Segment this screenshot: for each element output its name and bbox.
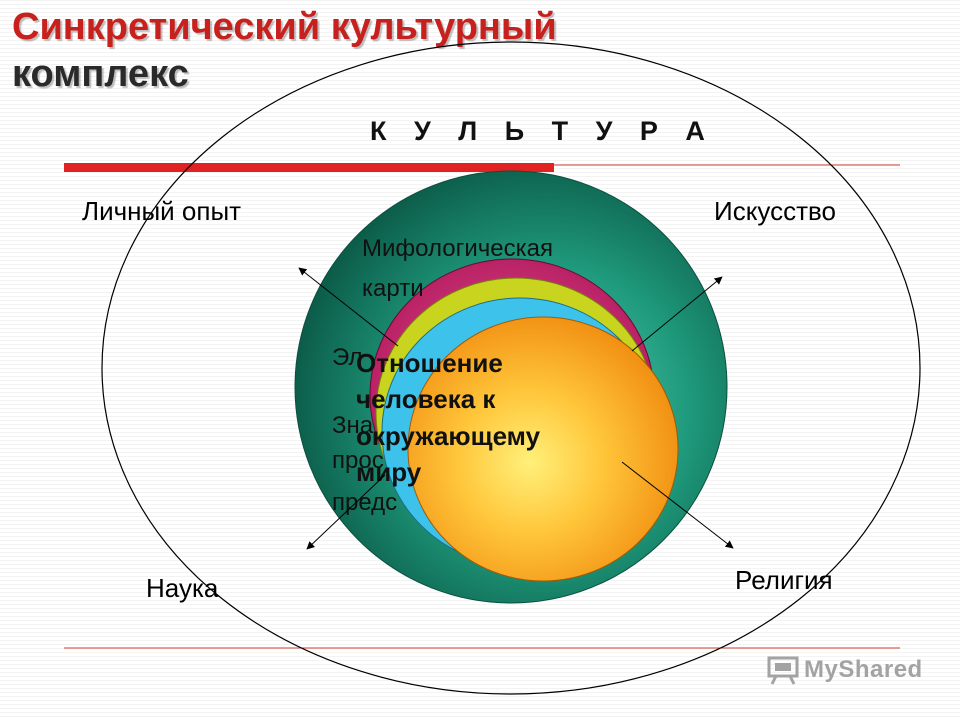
arrow-to-personal-experience <box>298 267 399 347</box>
title-line-1: Синкретический культурный <box>12 6 557 48</box>
myth-line-2: карти <box>362 275 424 302</box>
core-line-2: человека к <box>356 384 496 414</box>
partial-label-4: предс <box>332 489 397 516</box>
arrow-to-art <box>631 276 723 352</box>
core-line-1: Отношение <box>356 348 503 378</box>
label-science: Наука <box>146 573 219 603</box>
watermark: MyShared <box>766 655 923 685</box>
core-circle <box>407 316 679 582</box>
culture-label: К У Л Ь Т У Р А <box>370 116 715 146</box>
label-religion: Религия <box>735 565 833 595</box>
culture-outer-ellipse <box>101 41 921 695</box>
accent-bar <box>64 163 554 172</box>
arrow-to-science <box>306 474 386 550</box>
core-line-4: миру <box>356 457 422 487</box>
label-personal-experience: Личный опыт <box>82 196 242 226</box>
partial-label-2: Зна <box>332 412 374 439</box>
title-line-2: комплекс <box>12 53 189 95</box>
core-line-3: окружающему <box>356 421 541 451</box>
label-art: Искусство <box>714 196 836 226</box>
presentation-board-icon <box>767 656 799 685</box>
partial-label-3: прос <box>332 447 384 474</box>
arrow-to-religion <box>621 461 734 549</box>
watermark-text: MyShared <box>804 656 923 683</box>
myth-line-1: Мифологическая <box>362 235 553 262</box>
slide-title: Синкретический культурный комплекс <box>12 4 772 98</box>
partial-label-1: Эл <box>332 344 362 371</box>
